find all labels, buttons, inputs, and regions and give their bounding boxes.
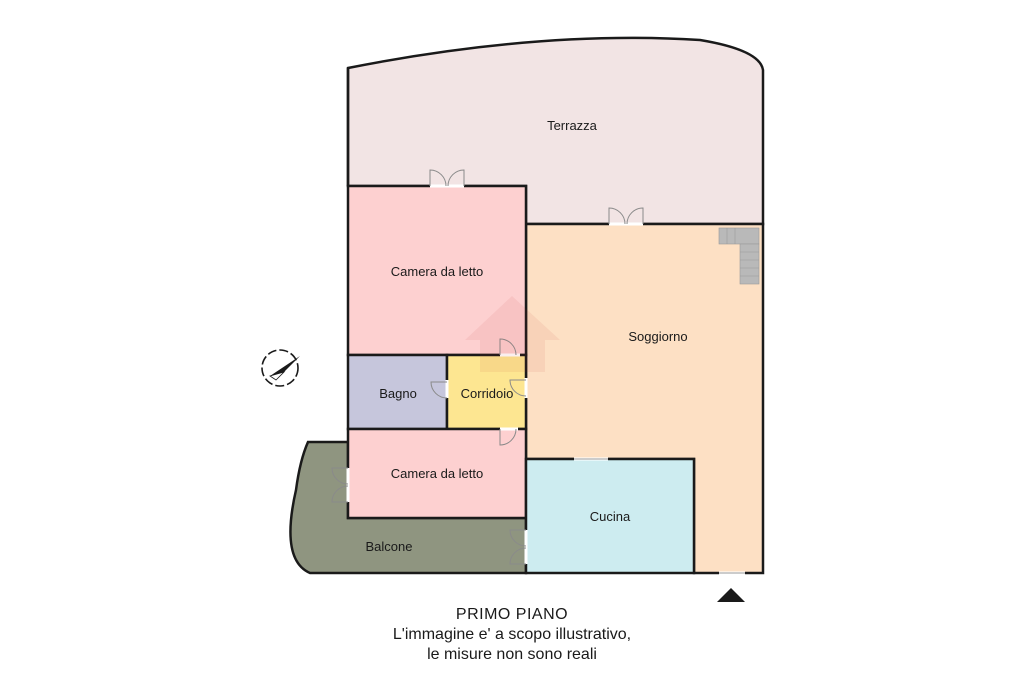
door-corridoio-bagno (430, 380, 449, 399)
room-corridoio (445, 353, 528, 431)
door-corridoio-camera1 (499, 338, 520, 357)
door-cucina-balcone (509, 529, 528, 565)
label-soggiorno: Soggiorno (628, 329, 687, 344)
label-bagno: Bagno (379, 386, 417, 401)
label-camera-da-letto-2: Camera da letto (391, 466, 484, 481)
door-camera2-balcone (331, 467, 350, 503)
label-terrazza: Terrazza (547, 118, 598, 133)
room-bagno (346, 353, 449, 431)
door-corridoio-soggiorno (509, 378, 528, 398)
room-balcone (289, 440, 528, 575)
label-corridoio: Corridoio (461, 386, 514, 401)
entrance-arrow-icon (717, 588, 745, 602)
floor-title: PRIMO PIANO (455, 606, 569, 623)
disclaimer-line-2: le misure non sono reali (427, 646, 597, 663)
label-cucina: Cucina (590, 509, 631, 524)
room-camera-da-letto-1 (346, 184, 528, 357)
room-cucina (524, 457, 696, 575)
compass-icon (261, 349, 300, 387)
door-terrazza-soggiorno (608, 207, 644, 226)
disclaimer-line-1: L'immagine e' a scopo illustrativo, (392, 626, 632, 643)
door-terrazza-camera (429, 169, 465, 188)
label-camera-da-letto-1: Camera da letto (391, 264, 484, 279)
door-corridoio-camera2 (499, 427, 518, 446)
room-terrazza (346, 36, 765, 226)
label-balcone: Balcone (366, 539, 413, 554)
watermark-logo (465, 296, 560, 372)
stairs-icon (718, 227, 760, 285)
